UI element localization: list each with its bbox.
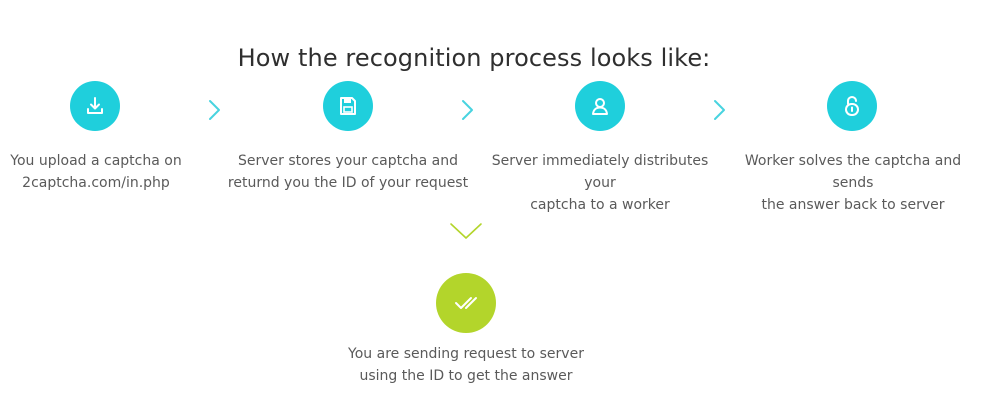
user-icon	[592, 98, 608, 115]
step-2-text: Server stores your captcha and returnd y…	[226, 150, 470, 194]
double-check-icon	[455, 297, 477, 309]
final-step-line-1: You are sending request to server	[348, 346, 584, 362]
step-3-line-1: Server immediately distributes your	[491, 153, 709, 191]
final-step-text: You are sending request to server using …	[316, 343, 616, 387]
step-4-circle	[827, 81, 877, 131]
final-step-circle	[436, 273, 496, 333]
chevron-right-icon	[209, 100, 220, 120]
step-3-line-2: captcha to a worker	[530, 197, 670, 213]
step-1-circle	[70, 81, 120, 131]
chevron-down-icon	[450, 223, 482, 239]
step-4-line-2: the answer back to server	[761, 197, 945, 213]
step-1-line-2: 2captcha.com/in.php	[22, 175, 170, 191]
chevron-right-icon	[462, 100, 473, 120]
save-icon	[340, 97, 356, 115]
chevron-right-icon	[714, 100, 725, 120]
step-4-text: Worker solves the captcha and sends the …	[726, 150, 980, 216]
step-2-line-1: Server stores your captcha and	[237, 153, 459, 169]
step-4-line-1: Worker solves the captcha and sends	[744, 153, 962, 191]
step-1-line-1: You upload a captcha on	[10, 153, 182, 169]
step-2-circle	[323, 81, 373, 131]
unlock-icon	[845, 95, 859, 116]
step-2-line-2: returnd you the ID of your request	[227, 175, 469, 191]
page-title: How the recognition process looks like:	[237, 44, 711, 73]
download-icon	[87, 97, 103, 114]
final-step-line-2: using the ID to get the answer	[359, 368, 573, 384]
step-1-text: You upload a captcha on 2captcha.com/in.…	[0, 150, 192, 194]
step-3-circle	[575, 81, 625, 131]
step-3-text: Server immediately distributes your capt…	[478, 150, 722, 216]
